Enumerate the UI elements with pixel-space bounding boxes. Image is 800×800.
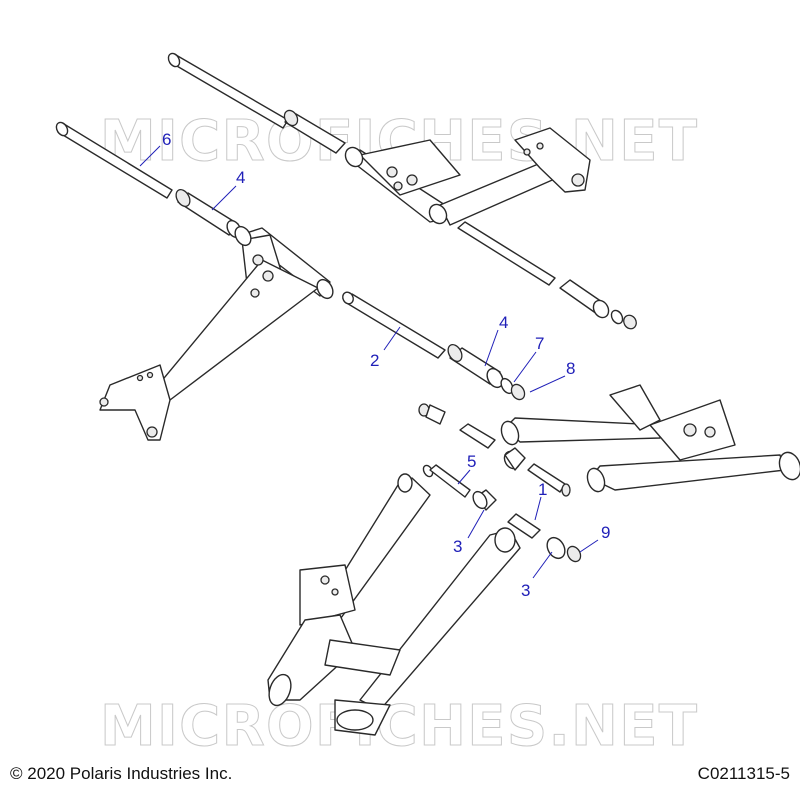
bushing-4-lower (447, 343, 504, 389)
callout-9: 9 (601, 523, 610, 542)
lower-a-arm-right (500, 384, 800, 493)
bushing-3-upper (472, 489, 497, 511)
upper-pivot-bushing-right (559, 279, 610, 319)
upper-pivot-bolt-right (457, 221, 556, 286)
callout-4-upper: 4 (236, 168, 245, 187)
leader-lines (139, 145, 599, 579)
copyright-notice: © 2020 Polaris Industries Inc. (10, 764, 233, 783)
bushing-4-upper (175, 188, 242, 239)
trailing-arm-assembly (267, 473, 521, 736)
callout-4-lower: 4 (499, 313, 508, 332)
long-bolt-6 (55, 121, 173, 199)
mount-bolt-head (418, 403, 446, 425)
callout-6: 6 (162, 130, 171, 149)
figure-code: C0211315-5 (697, 764, 790, 783)
nut-8 (510, 383, 526, 401)
upper-a-arm-rear (344, 127, 591, 226)
watermark-bottom: MICROFICHES.NET (100, 694, 700, 759)
callout-3-lower: 3 (521, 581, 530, 600)
callout-7: 7 (535, 334, 544, 353)
callout-labels: 6 4 2 4 7 8 5 1 3 3 9 (162, 130, 610, 600)
bolt-5 (422, 464, 471, 498)
bolt-short-right (527, 463, 571, 497)
callout-2: 2 (370, 351, 379, 370)
callout-1: 1 (538, 480, 547, 499)
washer-7 (500, 377, 514, 395)
callout-5: 5 (467, 452, 476, 471)
bushing-3-lower (546, 536, 566, 560)
pivot-tube-2 (342, 291, 446, 359)
callout-8: 8 (566, 359, 575, 378)
callout-3-upper: 3 (453, 537, 462, 556)
nut-9 (566, 545, 582, 563)
bushing-mid (503, 447, 526, 471)
upper-rear-bushing (283, 109, 346, 154)
spacer-sleeve (459, 423, 496, 449)
lower-a-arm-left (99, 225, 334, 441)
upper-pivot-washer-nut (610, 309, 637, 330)
pin-1 (507, 513, 541, 539)
